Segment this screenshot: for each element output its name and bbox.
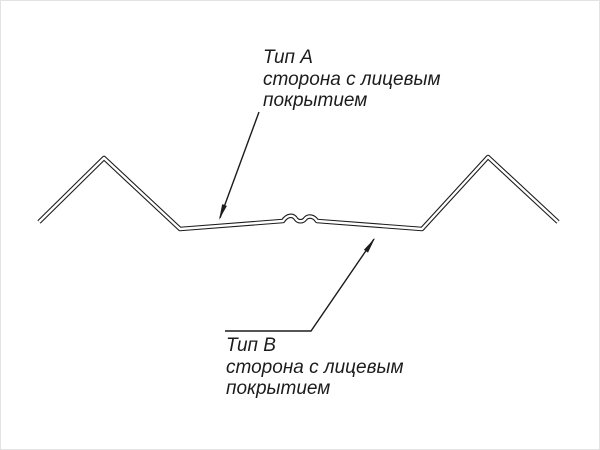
arrowhead-bottom-icon: [363, 238, 375, 253]
leader-type-a: [219, 111, 260, 220]
type-b-line2: покрытием: [226, 378, 331, 399]
type-a-line2: покрытием: [263, 90, 368, 111]
type-b-title: Тип В: [226, 335, 276, 356]
leader-line-top: [219, 111, 260, 219]
type-a-title: Тип А: [263, 47, 313, 68]
type-b-line1: сторона с лицевым: [226, 357, 404, 378]
type-b-label: Тип В сторона с лицевым покрытием: [226, 335, 404, 399]
profile-core: [38, 155, 559, 231]
arrowhead-top-icon: [219, 204, 227, 220]
leader-type-b: [225, 238, 375, 332]
profile-cross-section: [37, 154, 560, 232]
type-a-label: Тип А сторона с лицевым покрытием: [263, 47, 441, 111]
profile-outline: [37, 154, 560, 232]
type-a-line1: сторона с лицевым: [263, 69, 441, 90]
leader-line-bottom: [225, 238, 375, 332]
